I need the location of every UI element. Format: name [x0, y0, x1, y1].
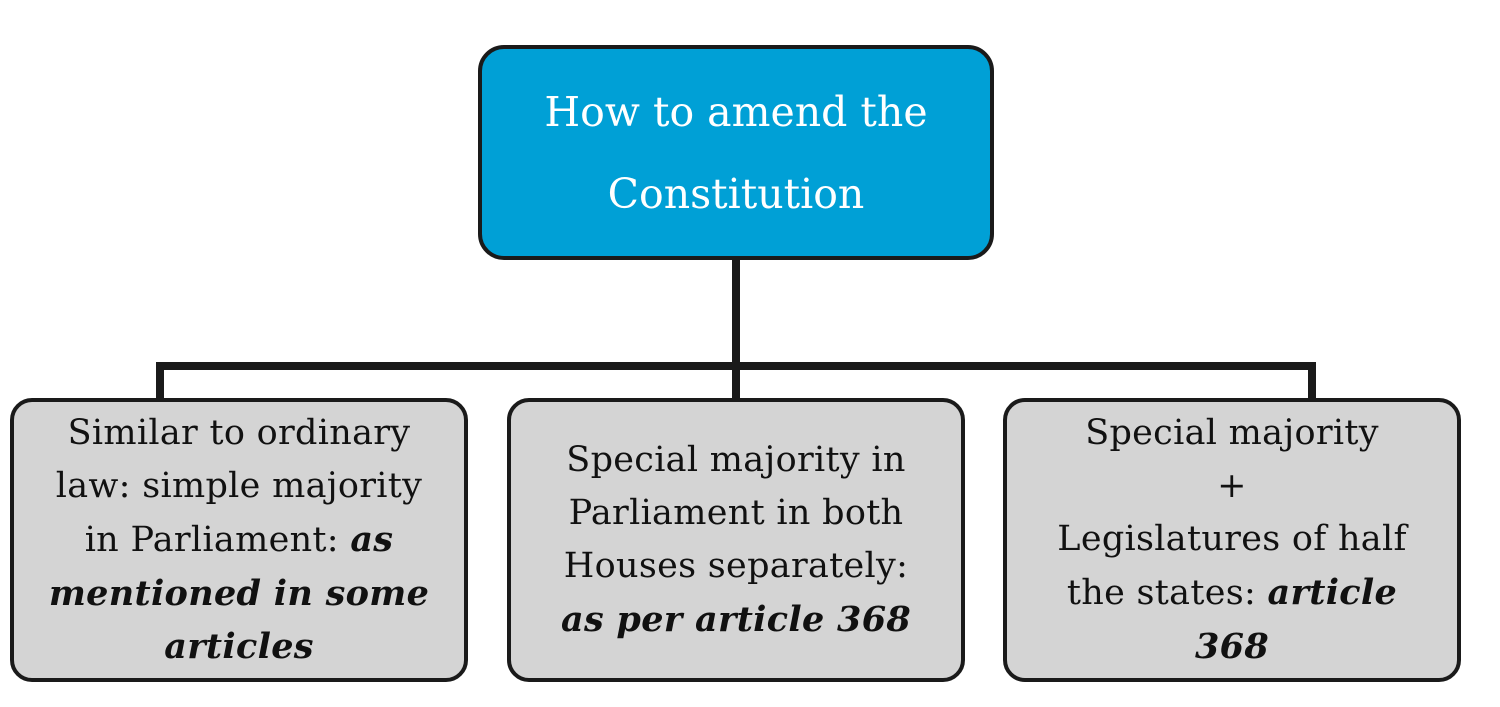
- child-left-line-2: law: simple majority: [55, 466, 423, 506]
- child-right-line-5: 368: [1195, 626, 1269, 667]
- child-right-line-3: Legislatures of half: [1057, 519, 1407, 559]
- child-left-line-3-emphasis: as: [350, 519, 394, 560]
- child-right-line-1: Special majority: [1085, 413, 1379, 453]
- child-left-line-3-plain: in Parliament:: [84, 520, 351, 560]
- child-node-special-majority-plus-states: Special majority + Legislatures of half …: [1003, 398, 1461, 682]
- child-node-simple-majority: Similar to ordinary law: simple majority…: [10, 398, 468, 682]
- root-node: How to amend the Constitution: [478, 45, 994, 260]
- child-left-line-4: mentioned in some: [48, 573, 430, 614]
- child-middle-line-4: as per article 368: [560, 599, 912, 640]
- child-middle-line-2: Parliament in both: [568, 493, 904, 533]
- child-right-line-4: the states: article: [1067, 566, 1397, 620]
- child-left-line-3: in Parliament: as: [85, 513, 394, 567]
- child-middle-line-1: Special majority in: [566, 440, 906, 480]
- child-left-line-1: Similar to ordinary: [67, 413, 411, 453]
- child-right-line-4-plain: the states:: [1066, 573, 1268, 613]
- child-left-line-5: articles: [164, 626, 314, 667]
- child-right-line-2: +: [1217, 466, 1247, 506]
- child-right-line-4-emphasis: article: [1267, 572, 1398, 613]
- child-node-special-majority: Special majority in Parliament in both H…: [507, 398, 965, 682]
- root-title-line-2: Constitution: [607, 169, 865, 218]
- child-middle-line-3: Houses separately:: [563, 546, 909, 586]
- root-title-line-1: How to amend the: [544, 87, 928, 136]
